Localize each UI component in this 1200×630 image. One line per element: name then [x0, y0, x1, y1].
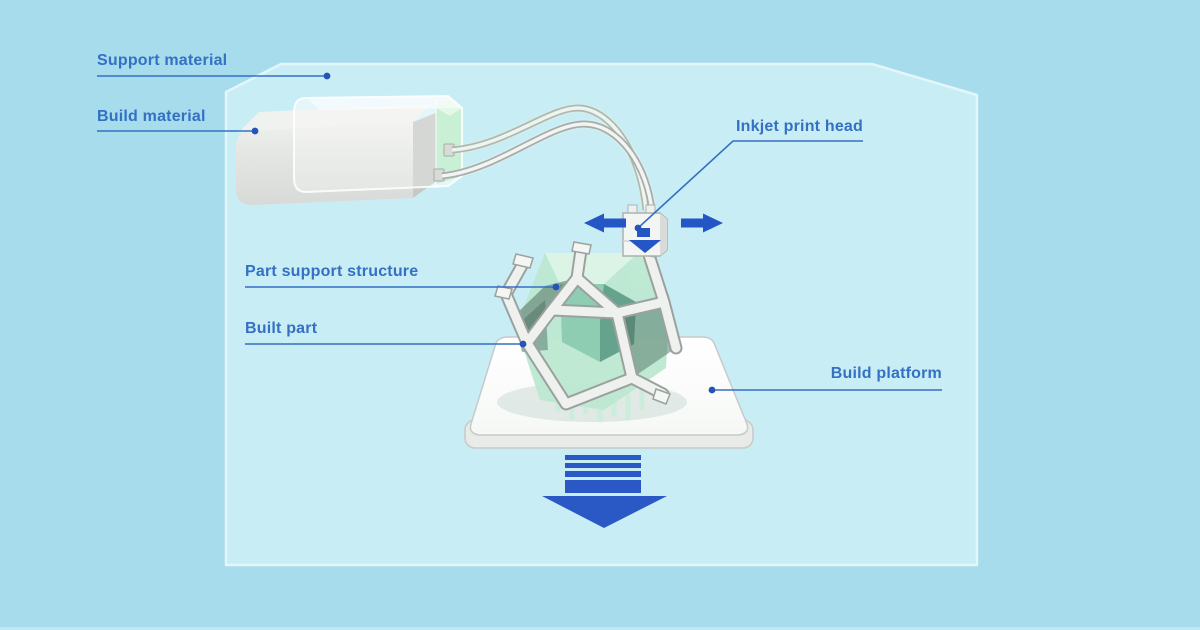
build-material-cartridge [236, 104, 438, 205]
label-build-platform: Build platform [830, 365, 942, 382]
platform-down-arrow-icon [542, 455, 667, 528]
inkjet-print-head-graphic [622, 204, 668, 257]
callout-lines [97, 75, 942, 391]
label-inkjet-print-head: Inkjet print head [736, 118, 863, 135]
move-right-arrow-icon [681, 213, 723, 233]
label-build-material: Build material [97, 108, 206, 125]
build-material-tube [441, 120, 656, 213]
deposit-down-arrow-icon [629, 228, 661, 253]
label-part-support-structure: Part support structure [245, 263, 419, 280]
bottom-edge-strip [0, 627, 1200, 630]
callout-dots [251, 72, 716, 394]
label-support-material: Support material [97, 52, 228, 69]
support-material-container-front [293, 94, 463, 194]
label-built-part: Built part [245, 320, 318, 337]
move-left-arrow-icon [584, 213, 626, 233]
